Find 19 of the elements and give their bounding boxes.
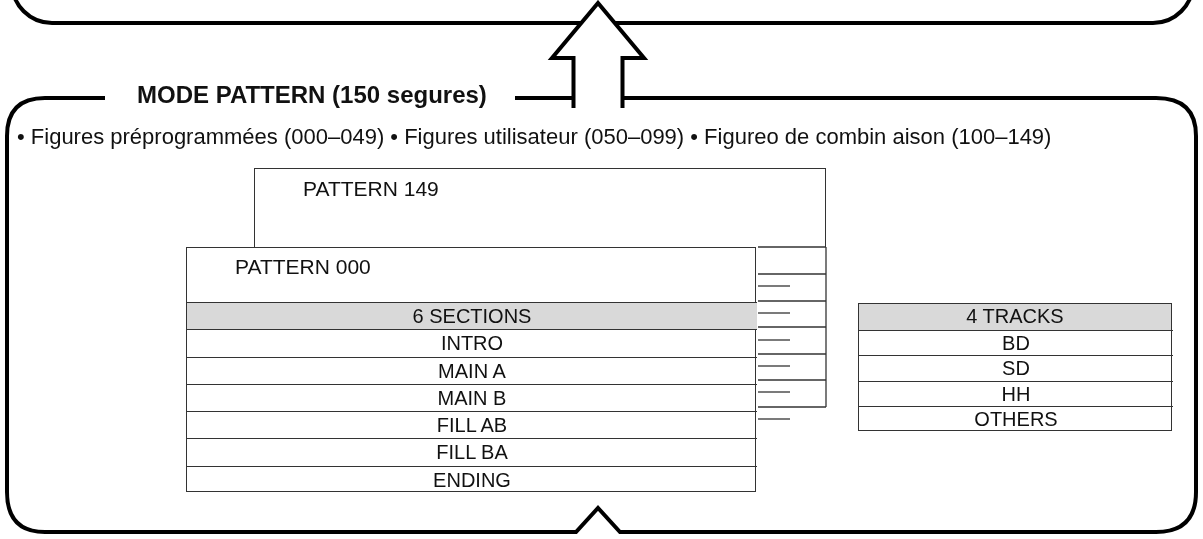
row-label: OTHERS — [974, 408, 1058, 431]
block-arrow — [547, 0, 649, 110]
row-label: FILL AB — [436, 414, 508, 437]
table-header: 4 TRACKS — [859, 304, 1171, 330]
pattern-name: PATTERN 149 — [303, 177, 439, 201]
row-label: FILL BA — [436, 441, 508, 464]
track-table — [858, 303, 1172, 431]
row-label: 6 SECTIONS — [412, 305, 532, 327]
row-label: HH — [1001, 382, 1031, 405]
row-label: BD — [1002, 331, 1030, 354]
pattern-name: PATTERN 000 — [235, 255, 371, 279]
table-row — [187, 302, 757, 330]
pattern-card — [254, 168, 826, 247]
row-label: MAIN B — [437, 386, 507, 409]
row-label: ENDING — [433, 468, 511, 491]
row-label: INTRO — [440, 332, 504, 355]
pattern-card — [186, 247, 756, 492]
row-label: SD — [1002, 357, 1030, 380]
row-label: MAIN A — [438, 359, 506, 382]
